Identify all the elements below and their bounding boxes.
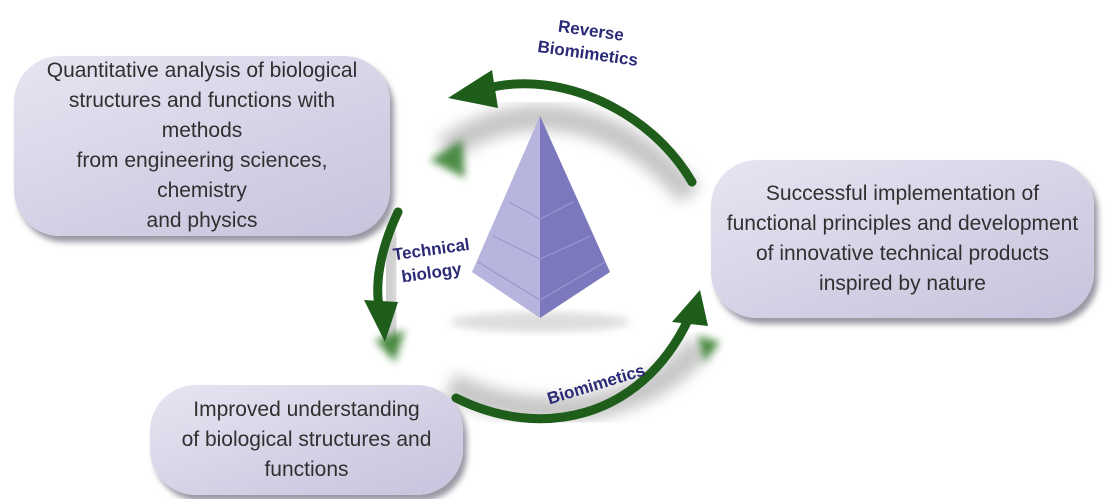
box-improved-understanding: Improved understanding of biological str… xyxy=(150,385,463,495)
label-technical-biology: Technical biology xyxy=(392,235,471,287)
ghost-arrowhead-right xyxy=(698,336,720,362)
box-successful-implementation: Successful implementation of functional … xyxy=(711,160,1094,318)
technical-label-line2: biology xyxy=(400,259,463,286)
reverse-biomimetics-arrow xyxy=(448,70,697,187)
label-reverse-biomimetics: Reverse Biomimetics xyxy=(536,17,639,70)
ghost-arrowhead-top xyxy=(430,140,465,178)
reverse-label-line2: Biomimetics xyxy=(536,37,639,70)
biomimetics-arrow xyxy=(451,290,708,424)
pyramid xyxy=(450,116,630,332)
box-quantitative-analysis: Quantitative analysis of biological stru… xyxy=(14,56,390,236)
technical-biology-arrow xyxy=(364,207,403,342)
ghost-arrowhead-left xyxy=(375,330,405,362)
